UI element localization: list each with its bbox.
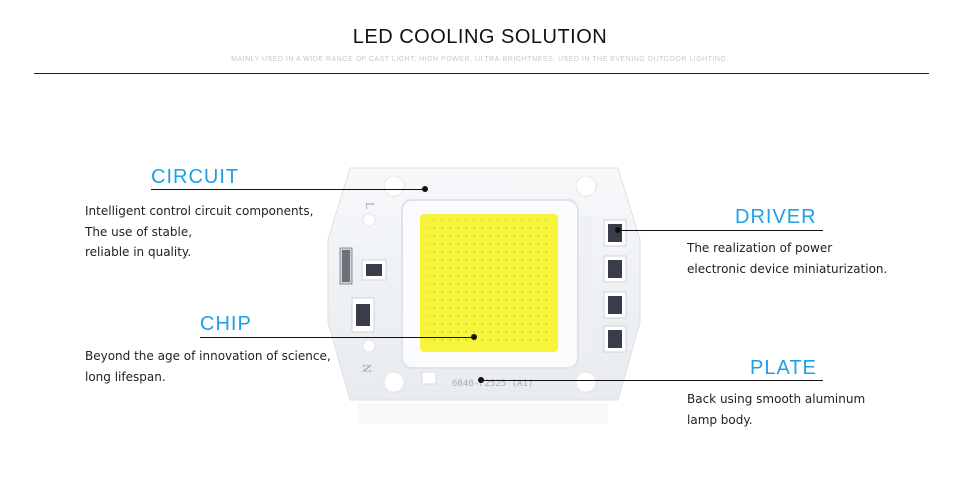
header-divider [34, 73, 929, 74]
mounting-hole [575, 371, 597, 393]
circuit-description: Intelligent control circuit components, … [85, 204, 314, 259]
plate-heading: PLATE [750, 357, 817, 379]
mounting-hole [383, 371, 405, 393]
driver-leader-line [618, 230, 823, 231]
page-title: LED COOLING SOLUTION [352, 26, 608, 48]
circuit-leader-line [151, 189, 425, 190]
cob-led-module: L N 6040-F2525 (A1) [327, 167, 641, 424]
mounting-hole [383, 175, 405, 197]
chip-leader-dot [471, 334, 477, 340]
plate-description: Back using smooth aluminum lamp body. [687, 392, 866, 427]
mounting-hole [575, 175, 597, 197]
pin-label-l: L [363, 202, 374, 209]
pin-label-n: N [360, 364, 371, 373]
driver-description: The realization of power electronic devi… [687, 241, 888, 276]
driver-leader-dot [615, 227, 621, 233]
chip-description: Beyond the age of innovation of science,… [85, 349, 331, 384]
circuit-heading: CIRCUIT [151, 166, 240, 188]
driver-heading: DRIVER [735, 206, 817, 228]
chip-heading: CHIP [200, 313, 252, 335]
plate-leader-dot [478, 377, 484, 383]
page-subtitle: MAINLY USED IN A WIDE RANGE OF CAST LIGH… [231, 56, 729, 63]
plate-leader-line [481, 380, 823, 381]
chip-marking: 6040-F2525 (A1) [452, 379, 533, 389]
circuit-leader-dot [422, 186, 428, 192]
driver-chips [603, 219, 627, 353]
chip-leader-line [200, 337, 474, 338]
